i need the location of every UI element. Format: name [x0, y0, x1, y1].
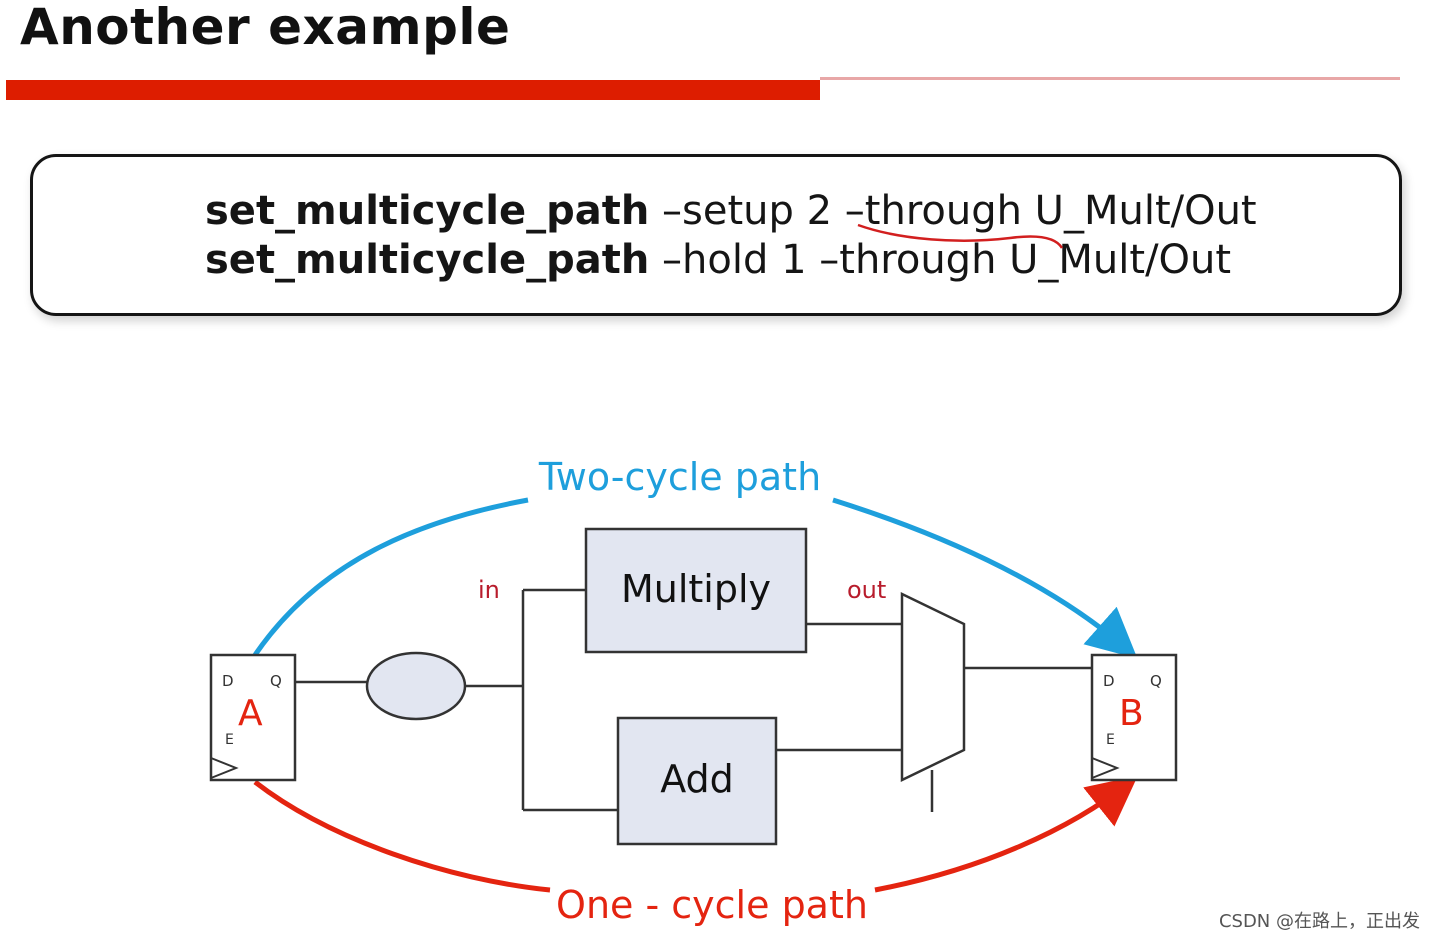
annotation-underline — [857, 223, 1064, 249]
pin-d-label: D — [1103, 672, 1115, 690]
multiply-label: Multiply — [621, 567, 771, 611]
command-line-hold: set_multicycle_path –hold 1 –through U_M… — [205, 237, 1231, 283]
flip-flop-b: D Q E B — [1090, 653, 1178, 782]
wires — [295, 588, 1092, 812]
flop-b-name: B — [1119, 693, 1144, 734]
command-args: –hold 1 –through U_Mult/Out — [662, 237, 1232, 283]
one-cycle-path-label: One - cycle path — [556, 883, 868, 927]
command-args: –setup 2 –through U_Mult/Out — [662, 188, 1257, 234]
out-pin-label: out — [847, 576, 886, 604]
in-pin-label: in — [478, 576, 500, 604]
pin-e-label: E — [225, 732, 234, 748]
command-keyword: set_multicycle_path — [205, 237, 650, 283]
two-cycle-path-arc-right — [832, 497, 1138, 659]
two-cycle-path-label: Two-cycle path — [538, 455, 821, 499]
title-underline-thin — [820, 77, 1400, 80]
pin-q-label: Q — [270, 672, 282, 690]
logic-ellipse — [365, 651, 467, 721]
multiply-block: Multiply — [584, 527, 808, 654]
one-cycle-path-arc-left — [253, 780, 551, 893]
command-box — [30, 154, 1402, 316]
add-block: Add — [616, 716, 778, 846]
watermark: CSDN @在路上，正出发 — [1218, 911, 1420, 932]
mux-shape — [900, 592, 966, 782]
command-line-setup: set_multicycle_path –setup 2 –through U_… — [205, 188, 1257, 234]
two-cycle-path-arc-left — [252, 497, 529, 657]
title-underline-thick — [6, 80, 820, 100]
command-keyword: set_multicycle_path — [205, 188, 650, 234]
one-cycle-path-arc-right — [874, 775, 1138, 893]
slide-title: Another example — [20, 0, 511, 56]
flip-flop-a: D Q E A — [209, 653, 297, 782]
flop-a-name: A — [238, 693, 263, 734]
pin-e-label: E — [1106, 732, 1115, 748]
pin-d-label: D — [222, 672, 234, 690]
pin-q-label: Q — [1150, 672, 1162, 690]
add-label: Add — [660, 757, 734, 801]
